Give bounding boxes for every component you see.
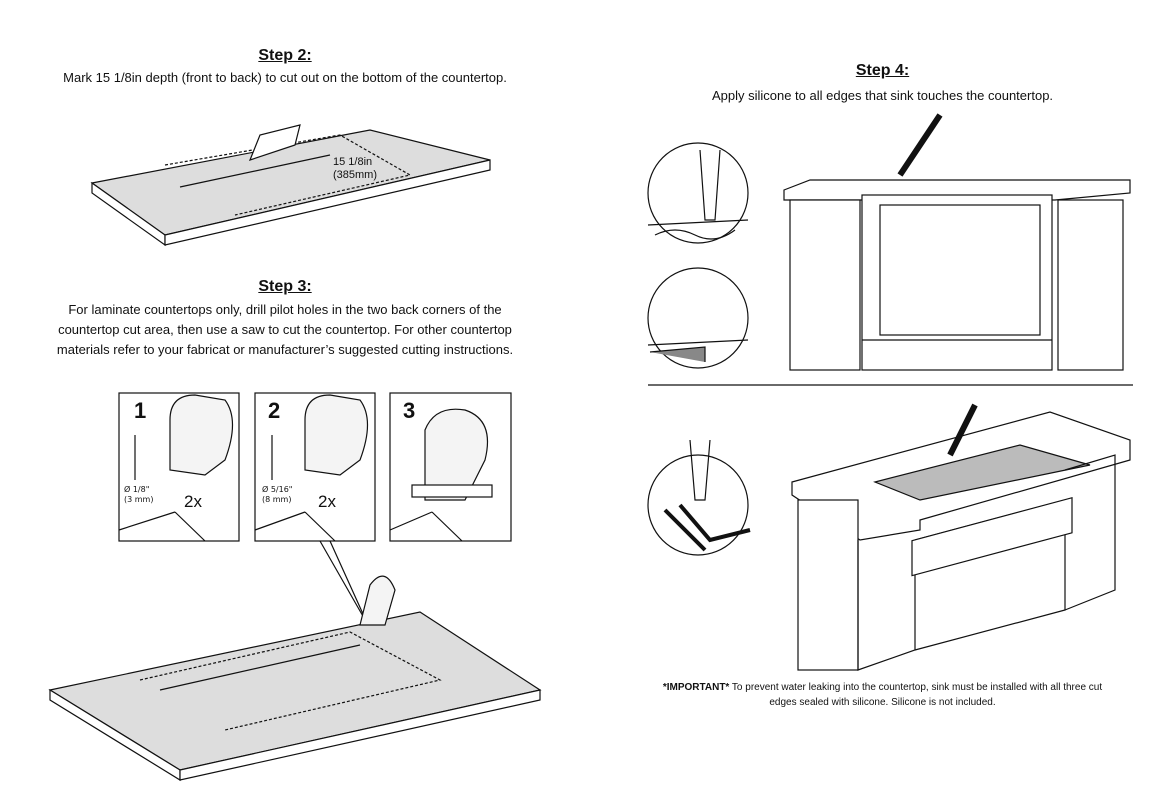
- panel-1-count: 2x: [184, 492, 202, 511]
- important-note: *IMPORTANT* To prevent water leaking int…: [662, 682, 1103, 708]
- step2-dimension: 15 1/8in (385mm): [333, 156, 377, 182]
- detail-circles: [647, 142, 751, 556]
- cabinet-bottom-drawing: [791, 403, 1131, 671]
- dimension-mm: (385mm): [333, 169, 378, 181]
- step3-title: Step 3:: [258, 278, 312, 295]
- panel-2-bit: Ø 5/16"(8 mm): [262, 485, 293, 504]
- step3-line: For laminate countertops only, drill pil…: [68, 302, 502, 317]
- step2-text: Mark 15 1/8in depth (front to back) to c…: [63, 70, 507, 85]
- panel-1-bit: Ø 1/8"(3 mm): [124, 485, 154, 504]
- cabinet-top-drawing: [783, 113, 1131, 371]
- important-label: *IMPORTANT*: [662, 682, 730, 693]
- step4-text: Apply silicone to all edges that sink to…: [711, 88, 1054, 103]
- step2-countertop-drawing: [90, 124, 491, 247]
- step4-title: Step 4:: [855, 62, 910, 79]
- step3-line: countertop cut area, then use a saw to c…: [58, 322, 512, 337]
- step2-title: Step 2:: [258, 47, 312, 64]
- dimension-inches: 15 1/8in: [333, 156, 373, 168]
- panel-2-count: 2x: [318, 492, 336, 511]
- step3-line: materials refer to your fabricat or manu…: [56, 342, 514, 357]
- panel-3-number: 3: [403, 398, 416, 423]
- panel-2-number: 2: [268, 398, 281, 423]
- panel-1-number: 1: [134, 398, 147, 423]
- step3-text: For laminate countertops only, drill pil…: [0, 300, 570, 360]
- step3-countertop-drawing: [48, 575, 542, 782]
- step3-panels: [118, 392, 512, 626]
